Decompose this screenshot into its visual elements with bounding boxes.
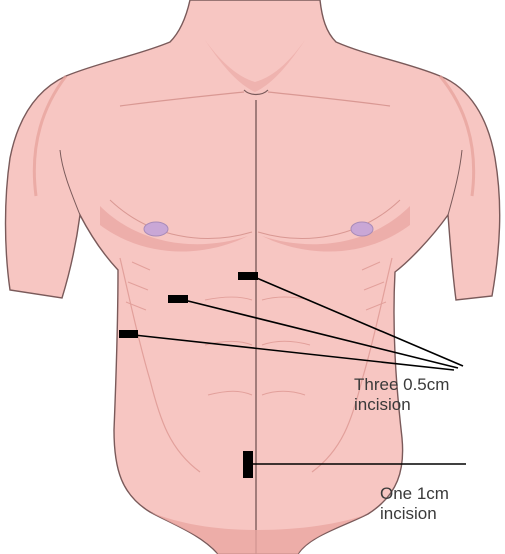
callout-one-large-incision: One 1cm incision — [380, 484, 449, 524]
incision-epigastric — [238, 272, 258, 280]
incision-umbilical — [243, 451, 253, 478]
callout-one-line2: incision — [380, 504, 449, 524]
callout-three-small-incisions: Three 0.5cm incision — [354, 375, 449, 415]
callout-three-line1: Three 0.5cm — [354, 375, 449, 395]
left-nipple — [144, 222, 168, 236]
incision-lower-left — [119, 330, 138, 338]
callout-three-line2: incision — [354, 395, 449, 415]
right-nipple — [351, 222, 373, 236]
incision-upper-left — [168, 295, 188, 303]
callout-one-line1: One 1cm — [380, 484, 449, 504]
